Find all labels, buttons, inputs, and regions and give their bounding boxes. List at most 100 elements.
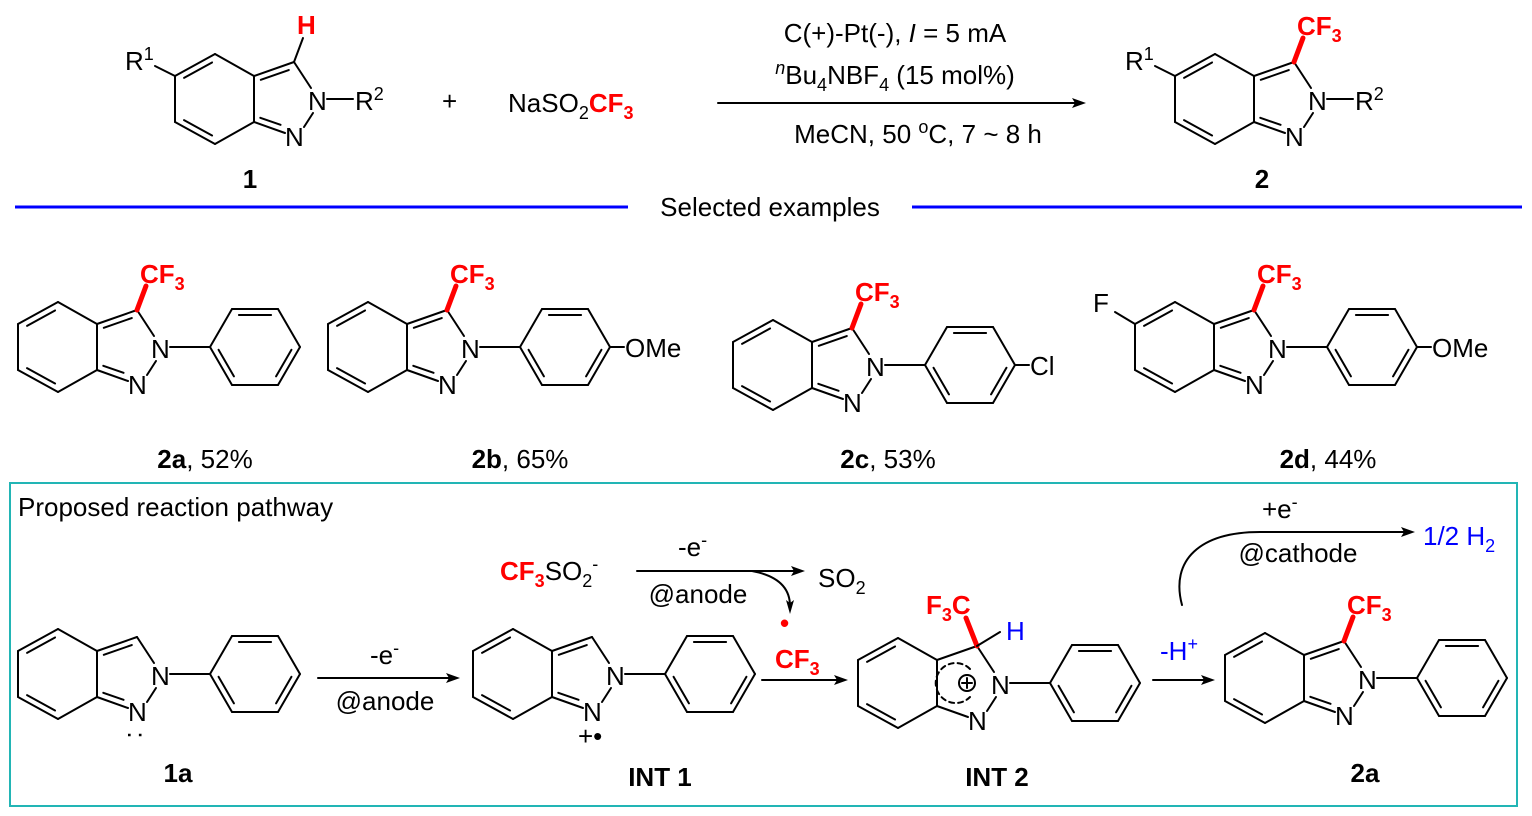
bond (57, 628, 98, 652)
bond (293, 61, 312, 89)
triflinate-anion: CF3SO2- (500, 554, 598, 591)
bond (1224, 632, 1266, 656)
bond (406, 369, 439, 382)
bond (102, 644, 133, 656)
bond (1263, 360, 1274, 376)
bond (26, 367, 57, 385)
bond (772, 319, 813, 343)
bond (1482, 679, 1500, 709)
bond (811, 387, 844, 400)
bond (1183, 119, 1214, 137)
step1-electron: -e- (370, 638, 399, 670)
intermediate-1: NN (472, 628, 756, 727)
bond (26, 636, 57, 654)
bond (1183, 61, 1214, 79)
bond (217, 348, 235, 378)
bond (17, 369, 59, 393)
curved-arrow-cathode (1178, 531, 1408, 606)
reagent-sodium-triflinate: NaSO2CF3 (508, 88, 634, 123)
bond (1117, 644, 1141, 684)
arrowhead (446, 673, 460, 683)
bond (277, 635, 301, 675)
bond (857, 705, 899, 729)
bond (664, 635, 688, 675)
bond (1394, 308, 1418, 348)
bond (986, 696, 997, 712)
bond (1134, 369, 1176, 393)
nitrogen-n1: N (128, 370, 147, 400)
bond (976, 645, 995, 673)
bond (1251, 283, 1266, 313)
bond (327, 369, 369, 393)
bond (57, 301, 98, 325)
bond (57, 696, 98, 720)
bond (861, 378, 872, 394)
bond (512, 628, 553, 652)
bond (456, 360, 467, 376)
bond (96, 636, 138, 652)
bond (1303, 112, 1314, 128)
bond (587, 346, 611, 386)
bond (303, 112, 314, 128)
bond (1253, 309, 1272, 337)
bond (772, 387, 813, 411)
arrowhead (1401, 527, 1415, 537)
step2-electron: -e- (678, 530, 707, 562)
step1-anode: @anode (336, 686, 435, 716)
bond (672, 675, 690, 705)
chloro-group: Cl (1030, 351, 1055, 381)
bond (412, 364, 435, 374)
arrowhead (786, 600, 794, 614)
bond (253, 61, 295, 77)
bond (444, 283, 459, 313)
compound-1a: NN (17, 628, 301, 727)
bond (817, 335, 848, 347)
bond (26, 309, 57, 327)
sulfur-dioxide: SO2 (818, 563, 866, 598)
bond (1174, 53, 1216, 77)
label-1a: 1a (164, 758, 193, 788)
bond (217, 675, 235, 705)
r1-substituent: R1 (125, 44, 154, 76)
bond (146, 687, 157, 703)
nitrogen-n2: N (991, 670, 1010, 700)
bond (1343, 640, 1362, 668)
bond (446, 309, 465, 337)
bond (936, 705, 969, 718)
cf3-group: F3C (926, 590, 971, 625)
bond (527, 348, 545, 378)
bond (1291, 35, 1306, 65)
bond (1416, 677, 1440, 717)
methoxy-group: OMe (625, 333, 681, 363)
bond (1259, 69, 1290, 81)
cf3-group: CF3 (1297, 11, 1342, 46)
yield-2b: 2b, 65% (472, 444, 569, 474)
curved-arrow-radical (751, 570, 791, 607)
bond (1326, 346, 1350, 386)
bond (1326, 308, 1350, 348)
bond (1233, 698, 1264, 716)
condition-line-1: C(+)-Pt(-), I = 5 mA (784, 18, 1007, 48)
nitrogen-n1: N (968, 706, 987, 736)
yield-2d: 2d, 44% (1280, 444, 1377, 474)
radical-dot: • (780, 608, 789, 638)
methoxy-group: OMe (1432, 333, 1488, 363)
bond (1303, 700, 1336, 713)
bond (1219, 364, 1242, 374)
nitrogen-n1: N (438, 370, 457, 400)
bond (664, 673, 688, 713)
arrowhead (1201, 675, 1215, 685)
trifluoromethyl-radical: CF3 (775, 644, 820, 679)
bond (963, 615, 980, 649)
bond (1115, 684, 1133, 714)
cathode-electron: +e- (1262, 492, 1298, 524)
bond (209, 635, 233, 675)
bond (557, 691, 580, 701)
plus-sign: + (442, 86, 457, 116)
bond (1484, 677, 1508, 717)
